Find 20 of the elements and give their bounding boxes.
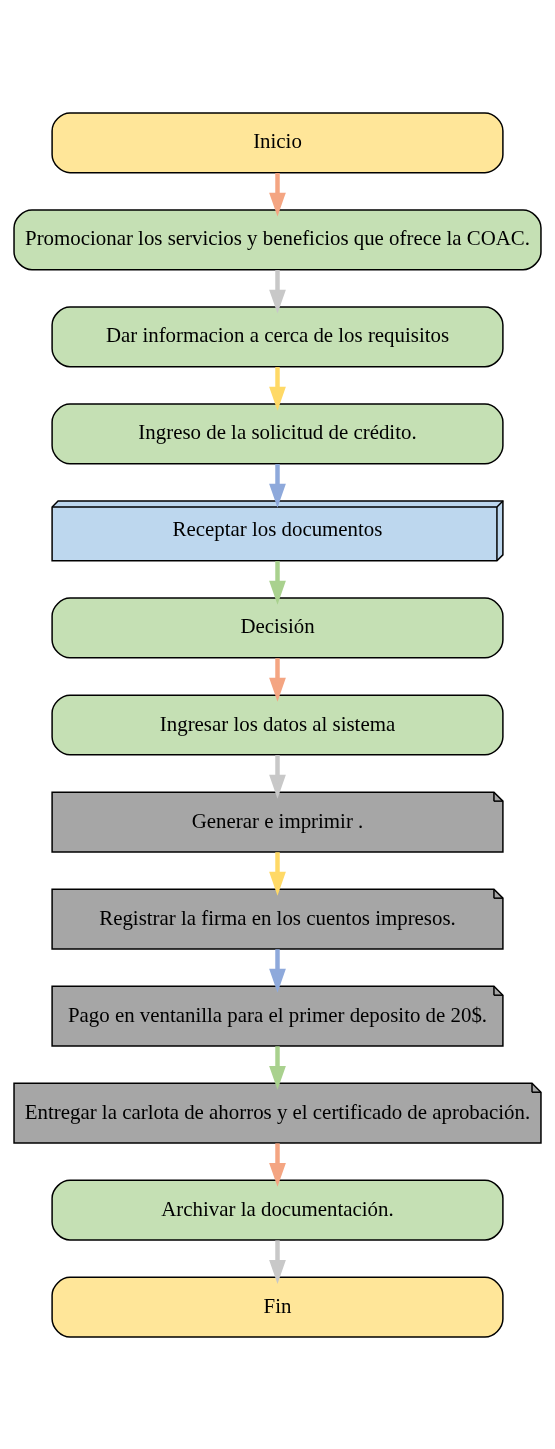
node-box: Ingresar los datos al sistema: [51, 693, 504, 756]
arrow: [269, 172, 286, 217]
arrow: [269, 366, 286, 411]
node-box: Ingreso de la solicitud de crédito.: [51, 402, 504, 464]
node-box: Inicio: [51, 111, 504, 173]
arrow: [269, 1239, 286, 1284]
node-box: Promocionar los servicios y beneficios que ofrece la COAC.: [13, 208, 542, 270]
node-box: Decisión: [51, 596, 504, 659]
arrow: [269, 948, 286, 993]
arrow: [269, 754, 286, 799]
arrow: [269, 269, 286, 314]
arrow: [269, 1045, 286, 1090]
node-box: Fin: [51, 1276, 504, 1338]
arrow: [269, 851, 286, 896]
arrow: [269, 1142, 286, 1187]
node-box: Archivar la documentación.: [51, 1179, 504, 1241]
arrow: [269, 560, 286, 605]
arrow: [269, 463, 286, 508]
node-box: Dar informacion a cerca de los requisitos: [51, 305, 504, 367]
arrow: [269, 657, 286, 702]
